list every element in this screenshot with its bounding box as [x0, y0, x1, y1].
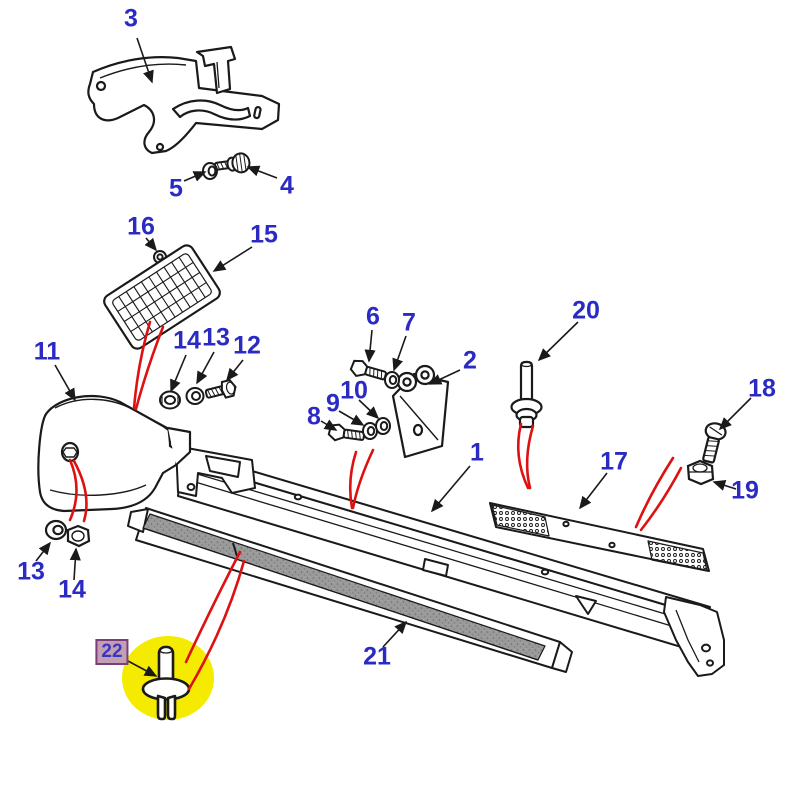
- callout-8: 8: [307, 402, 321, 431]
- red-leader-lines: [68, 320, 683, 691]
- part-20-stud-drawing: [510, 360, 543, 429]
- callout-12: 12: [233, 331, 261, 360]
- part-2-bracket-drawing: [391, 364, 450, 459]
- part-22-rivet-drawing: [141, 645, 191, 721]
- callout-5: 5: [169, 174, 183, 203]
- callout-19: 19: [731, 476, 759, 505]
- callout-2: 2: [463, 346, 477, 375]
- callout-14-bottom: 14: [58, 575, 86, 604]
- callout-7: 7: [402, 308, 416, 337]
- callout-11: 11: [33, 337, 61, 366]
- callout-arrows: [35, 37, 752, 677]
- part-5-washer-drawing: [202, 162, 218, 180]
- part-9-washer-drawing: [362, 422, 378, 440]
- callout-9: 9: [326, 389, 340, 418]
- callout-3: 3: [124, 4, 138, 33]
- leader-red-19b: [639, 466, 683, 532]
- callout-22-highlighted: 22: [95, 639, 129, 665]
- leader-red-20b: [525, 424, 535, 490]
- part-10-washer-drawing: [375, 417, 391, 435]
- part-13-washer-top-drawing: [185, 387, 205, 405]
- part-14-nut-drawing: [66, 524, 91, 548]
- leader-red-15a: [132, 320, 152, 410]
- part-1-step-frame-drawing: [175, 445, 725, 677]
- part-8-bolt-drawing: [327, 423, 366, 442]
- callout-16: 16: [127, 212, 155, 241]
- part-17-tread-plate-drawing: [489, 502, 710, 572]
- leader-red-2b: [351, 448, 375, 510]
- leader-red-22b: [187, 559, 246, 691]
- callout-13-bottom: 13: [17, 557, 45, 586]
- leader-red-11a: [68, 458, 78, 522]
- callout-4: 4: [280, 171, 294, 200]
- callout-21: 21: [363, 642, 391, 671]
- part-15-rubber-pad-drawing: [103, 244, 221, 350]
- part-11-end-cap-drawing: [37, 394, 192, 513]
- part-7-washer-drawing: [384, 371, 400, 389]
- part-3-bracket-drawing: [87, 45, 281, 155]
- leader-red-2a: [348, 450, 358, 510]
- callout-6: 6: [366, 302, 380, 331]
- part-13-washer-bottom-drawing: [44, 519, 68, 541]
- part-18-bolt-drawing: [702, 422, 727, 464]
- callout-10: 10: [340, 376, 368, 405]
- part-12-bolt-drawing: [204, 378, 237, 399]
- leader-red-11b: [72, 459, 88, 523]
- leader-red-22a: [184, 550, 242, 664]
- part-14-spacer-drawing: [159, 390, 181, 410]
- callout-18: 18: [748, 374, 776, 403]
- leader-red-15b: [134, 325, 165, 411]
- callout-15: 15: [250, 220, 278, 249]
- callout-1: 1: [470, 438, 484, 467]
- callout-13-top: 13: [202, 323, 230, 352]
- leader-red-19a: [634, 456, 675, 529]
- leader-red-20a: [516, 422, 530, 490]
- callout-14-top: 14: [173, 326, 201, 355]
- part-4-screw-drawing: [213, 152, 251, 174]
- part-19-nut-drawing: [686, 459, 715, 486]
- callout-17: 17: [600, 447, 628, 476]
- part-21-step-tread-drawing: [127, 507, 573, 673]
- callout-20: 20: [572, 296, 600, 325]
